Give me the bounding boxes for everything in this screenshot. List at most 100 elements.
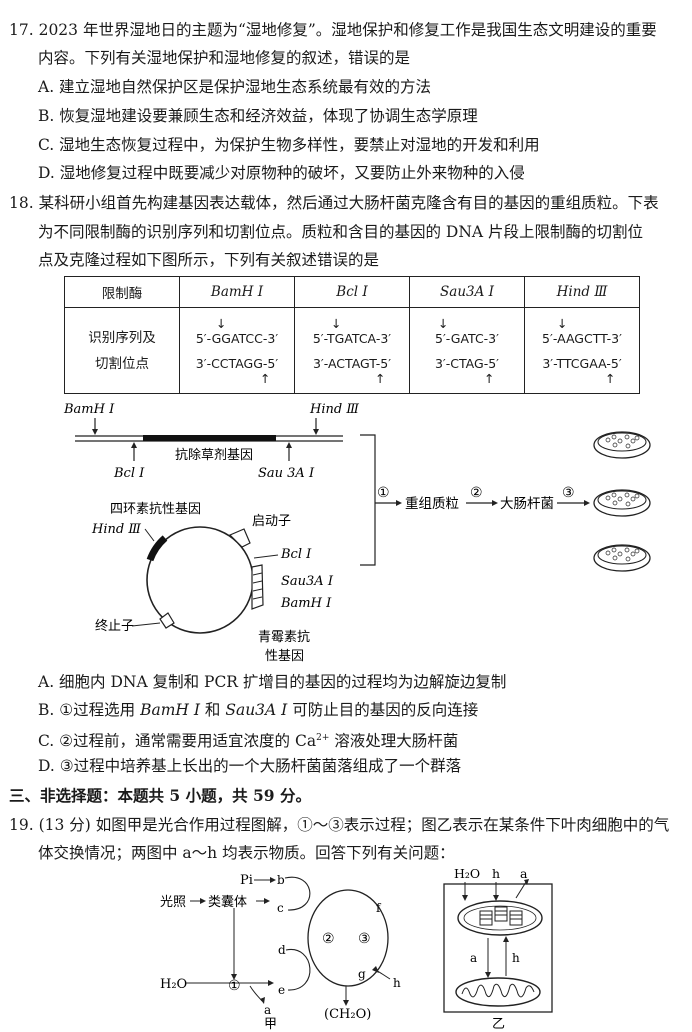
label-hind: Hind Ⅲ <box>309 402 359 417</box>
cloning-diagram: BamH Ⅰ Hind Ⅲ 抗除草剂基因 Bcl Ⅰ Sau 3A Ⅰ 四环素抗… <box>63 402 651 664</box>
label-bcl: Bcl Ⅰ <box>113 466 145 481</box>
jia-f: f <box>376 901 382 915</box>
table-header-sau3a: Sau3A Ⅰ <box>409 276 525 308</box>
seq-bamh: ↓ 5′-GGATCC-3′ 3′-CCTAGG-5′ ↑ <box>179 307 295 394</box>
yi-a-top: a <box>520 866 528 881</box>
label-sau3a: Sau 3A Ⅰ <box>258 466 315 481</box>
jia-cycle-de <box>285 949 311 991</box>
jia-g: g <box>358 967 366 981</box>
option-b-enzyme1: BamH Ⅰ <box>140 701 200 719</box>
table-header-bcl: Bcl Ⅰ <box>294 276 410 308</box>
q17-stem-line1: 17. 2023 年世界湿地日的主题为“湿地修复”。湿地保护和修复工作是我国生态… <box>9 21 657 39</box>
cut-arrow-down: ↓ <box>438 315 449 331</box>
jia-b: b <box>277 873 285 887</box>
cut-arrow-up: ↑ <box>484 370 495 386</box>
option-b-suffix: 可防止目的基因的反向连接 <box>287 701 479 719</box>
q17-stem-line2: 内容。下列有关湿地保护和湿地修复的叙述，错误的是 <box>38 49 411 67</box>
penicillin-gene-label-2: 性基因 <box>265 649 304 664</box>
seq-bcl-top: 5′-TGATCA-3′ <box>312 330 392 346</box>
seq-bcl: ↓ 5′-TGATCA-3′ 3′-ACTAGT-5′ ↑ <box>294 307 410 394</box>
cut-arrow-down: ↓ <box>216 315 227 331</box>
recombinant-plasmid-label: 重组质粒 <box>405 496 459 512</box>
q18-option-a: A. 细胞内 DNA 复制和 PCR 扩增目的基因的过程均为边解旋边复制 <box>38 673 507 691</box>
step-2: ② <box>470 485 483 501</box>
jia-calvin-cycle <box>307 889 389 987</box>
yi-h-top: h <box>492 866 500 881</box>
yi-h-mid: h <box>512 951 520 965</box>
option-c-superscript: 2+ <box>316 733 330 743</box>
seq-bcl-bottom: 3′-ACTAGT-5′ <box>312 355 392 371</box>
label-bamh: BamH Ⅰ <box>63 402 115 417</box>
petri-dish-2 <box>593 489 651 517</box>
seq-bamh-bottom: 3′-CCTAGG-5′ <box>195 355 279 371</box>
cut-arrow-up: ↑ <box>375 370 386 386</box>
herbicide-gene-label: 抗除草剂基因 <box>175 448 253 463</box>
table-header-enzyme: 限制酶 <box>64 276 180 308</box>
q17-option-c: C. 湿地生态恢复过程中，为保护生物多样性，要禁止对湿地的开发和利用 <box>38 136 540 154</box>
q17-option-d: D. 湿地修复过程中既要减少对原物种的破坏，又要防止外来物种的入侵 <box>38 164 525 182</box>
terminator-shape <box>159 612 175 629</box>
section-heading: 三、非选择题：本题共 5 小题，共 59 分。 <box>9 786 311 805</box>
jia-step-2: ② <box>322 931 335 947</box>
option-c-prefix: C. ②过程前，通常需要用适宜浓度的 Ca <box>38 732 317 751</box>
q18-option-d: D. ③过程中培养基上长出的一个大肠杆菌菌落组成了一个群落 <box>38 757 462 775</box>
terminator-label: 终止子 <box>95 618 134 634</box>
q18-stem-line2: 为不同限制酶的识别序列和切割位点。质粒和含目的基因的 DNA 片段上限制酶的切割… <box>38 223 644 241</box>
jia-light: 光照 <box>160 895 186 910</box>
table-header-bamh: BamH Ⅰ <box>179 276 295 308</box>
plasmid-hind-label: Hind Ⅲ <box>91 522 141 537</box>
q17-option-a: A. 建立湿地自然保护区是保护湿地生态系统最有效的方法 <box>38 78 432 96</box>
q17-option-b: B. 恢复湿地建设要兼顾生态和经济效益，体现了协调生态学原理 <box>38 107 478 125</box>
promoter-shape <box>228 528 251 548</box>
jia-caption: 甲 <box>264 1017 277 1032</box>
cut-arrow-down: ↓ <box>557 315 568 331</box>
yi-caption: 乙 <box>492 1017 505 1032</box>
jia-h: h <box>393 976 401 990</box>
penicillin-gene-shape <box>251 564 264 610</box>
petri-dish-1 <box>593 431 651 459</box>
option-b-and: 和 <box>199 701 226 719</box>
yi-mitochondrion <box>455 977 541 1007</box>
q18-option-c: C. ②过程前，通常需要用适宜浓度的 Ca2+ 溶液处理大肠杆菌 <box>38 728 458 751</box>
tet-gene-label: 四环素抗性基因 <box>110 502 201 517</box>
cut-arrow-up: ↑ <box>260 370 271 386</box>
yi-a-mid: a <box>470 951 477 965</box>
jia-step-3: ③ <box>358 931 371 947</box>
jia-e: e <box>278 983 285 997</box>
jia-a: a <box>264 1003 271 1017</box>
plasmid-sau3a-label: Sau3A Ⅰ <box>281 574 334 589</box>
jia-thylakoid: 类囊体 <box>208 894 247 910</box>
row-label-line2: 切割位点 <box>95 355 149 372</box>
step-3: ③ <box>562 485 575 501</box>
yi-h2o: H₂O <box>454 866 480 881</box>
herbicide-gene-bar <box>143 435 276 441</box>
seq-sau3a-top: 5′-GATC-3′ <box>435 330 499 346</box>
cut-arrow-up: ↑ <box>605 370 616 386</box>
seq-hind-top: 5′-AAGCTT-3′ <box>542 330 622 346</box>
option-c-suffix: 溶液处理大肠杆菌 <box>329 732 459 751</box>
seq-hind-bottom: 3′-TTCGAA-5′ <box>542 355 622 371</box>
seq-hind: ↓ 5′-AAGCTT-3′ 3′-TTCGAA-5′ ↑ <box>524 307 640 394</box>
jia-pi: Pi <box>240 873 253 888</box>
option-b-enzyme2: Sau3A Ⅰ <box>225 701 288 719</box>
jia-ch2o: (CH₂O) <box>324 1007 371 1022</box>
table-header-hind: Hind Ⅲ <box>524 276 640 308</box>
plasmid-bcl-label: Bcl Ⅰ <box>280 547 312 562</box>
jia-c: c <box>277 901 284 915</box>
jia-step-1: ① <box>228 978 241 994</box>
seq-sau3a-bottom: 3′-CTAG-5′ <box>434 355 499 371</box>
jia-d: d <box>278 943 286 957</box>
seq-bamh-top: 5′-GGATCC-3′ <box>195 330 279 346</box>
restriction-enzyme-table: 限制酶 BamH Ⅰ Bcl Ⅰ Sau3A Ⅰ Hind Ⅲ 识别序列及 切割… <box>64 276 640 394</box>
figure-yi: H₂O h a a h 乙 <box>443 866 553 1032</box>
bracket <box>360 434 376 566</box>
q19-stem-line1: 19. (13 分) 如图甲是光合作用过程图解，①～③表示过程；图乙表示在某条件… <box>9 816 670 834</box>
petri-dish-3 <box>593 544 651 572</box>
q18-option-b: B. ①过程选用 BamH Ⅰ 和 Sau3A Ⅰ 可防止目的基因的反向连接 <box>38 700 478 720</box>
cut-arrow-down: ↓ <box>331 315 342 331</box>
q18-stem-line3: 点及克隆过程如下图所示，下列有关叙述错误的是 <box>38 251 380 269</box>
option-b-prefix: B. ①过程选用 <box>38 701 141 719</box>
q18-stem-line1: 18. 某科研小组首先构建基因表达载体，然后通过大肠杆菌克隆含有目的基因的重组质… <box>9 194 659 212</box>
ecoli-label: 大肠杆菌 <box>500 496 554 512</box>
plasmid-bamh-label: BamH Ⅰ <box>280 596 332 611</box>
